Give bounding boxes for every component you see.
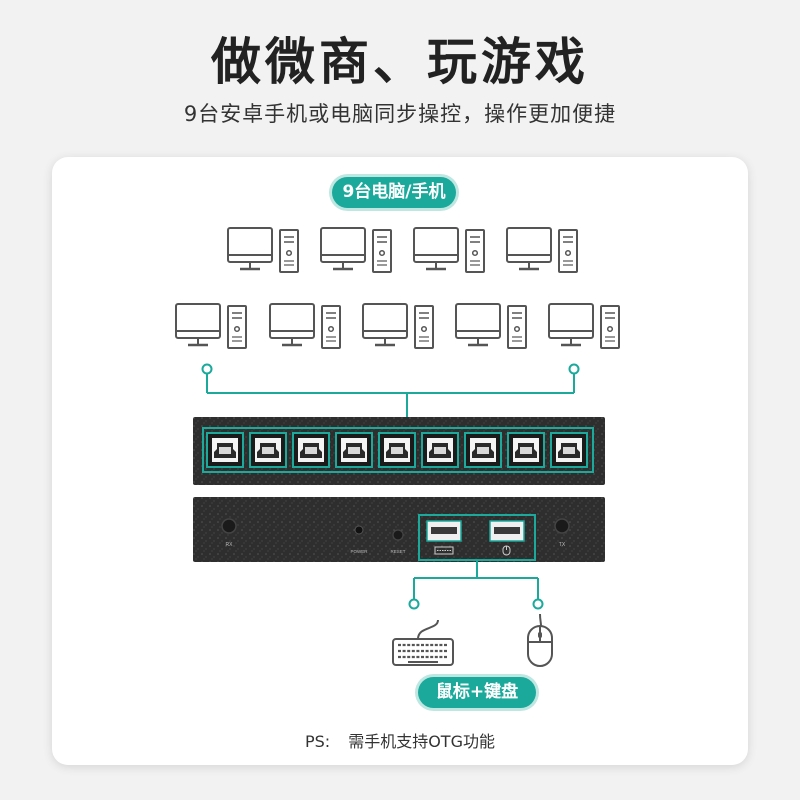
connector-dot <box>568 363 580 375</box>
usb-b-port-icon <box>378 432 416 468</box>
computer-icon <box>319 226 393 274</box>
computer-icon <box>547 302 621 350</box>
computer-icon <box>505 226 579 274</box>
computer-icon <box>268 302 342 350</box>
usb-b-port-icon <box>335 432 373 468</box>
computer-icon <box>454 302 528 350</box>
usb-b-port-icon <box>464 432 502 468</box>
usb-a-port-icon <box>489 520 525 542</box>
usb-a-port-icon <box>426 520 462 542</box>
rx-led <box>221 518 237 534</box>
usb-b-port-icon <box>421 432 459 468</box>
keyboard-icon <box>392 619 454 666</box>
tx-led <box>554 518 570 534</box>
ps-text: 需手机支持OTG功能 <box>348 732 495 751</box>
power-label: POWER <box>350 549 368 554</box>
usb-b-port-icon <box>292 432 330 468</box>
usb-b-port-icon <box>206 432 244 468</box>
ps-note: PS: 需手机支持OTG功能 <box>0 728 800 752</box>
computer-icon <box>174 302 248 350</box>
page-subtitle: 9台安卓手机或电脑同步操控，操作更加便捷 <box>183 102 617 126</box>
computer-icon <box>226 226 300 274</box>
reset-label: RESET <box>390 549 405 554</box>
reset-button <box>392 529 404 541</box>
page-title: 做微商、玩游戏 <box>211 33 589 91</box>
kvm-switch-front-panel <box>193 417 605 485</box>
peripheral-connection-lines <box>413 560 539 600</box>
usb-b-port-icon <box>550 432 588 468</box>
connector-dot <box>532 598 544 610</box>
computer-icon <box>361 302 435 350</box>
devices-badge: 9台电脑/手机 <box>332 177 456 208</box>
keyboard-small-icon <box>434 546 454 555</box>
device-connection-lines <box>206 374 575 418</box>
mouse-icon <box>527 613 553 667</box>
rx-label: RX <box>226 542 234 548</box>
computer-icon <box>412 226 486 274</box>
ps-label: PS: <box>305 732 331 751</box>
tx-label: TX <box>559 542 566 548</box>
connector-dot <box>201 363 213 375</box>
usb-b-port-icon <box>249 432 287 468</box>
connector-dot <box>408 598 420 610</box>
peripherals-badge: 鼠标+键盘 <box>418 677 536 708</box>
power-jack <box>354 525 364 535</box>
usb-b-port-icon <box>507 432 545 468</box>
kvm-switch-back-panel: RX POWER RESET TX <box>193 497 605 562</box>
mouse-small-icon <box>502 545 511 556</box>
